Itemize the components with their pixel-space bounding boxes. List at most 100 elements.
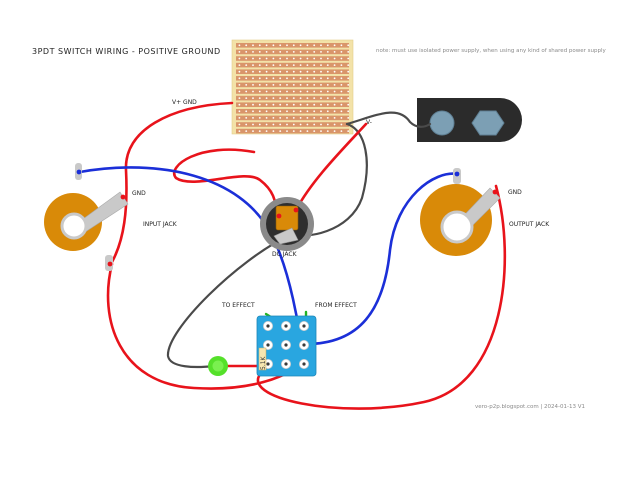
vero-hole	[326, 51, 329, 53]
vero-hole	[252, 97, 254, 99]
vero-hole	[320, 84, 322, 86]
vero-hole	[265, 103, 268, 106]
switch-lug-center	[284, 324, 288, 328]
vero-hole	[340, 103, 343, 106]
vero-hole	[292, 130, 295, 133]
vero-hole	[326, 70, 329, 73]
vero-hole	[306, 117, 309, 119]
vero-hole	[292, 97, 295, 99]
wire-red-board-to-dcjack	[173, 148, 279, 218]
vero-hole	[326, 77, 329, 80]
switch-lug-center	[302, 324, 306, 328]
dc-jack-label: DC JACK	[272, 251, 298, 258]
vero-hole	[258, 70, 261, 73]
vero-hole	[279, 57, 282, 60]
vero-hole	[265, 110, 268, 113]
vero-hole	[340, 84, 343, 86]
vero-hole	[252, 77, 254, 80]
vero-hole	[245, 130, 248, 133]
dc-jack	[260, 197, 314, 251]
vero-hole	[245, 110, 248, 113]
solder-point	[454, 171, 460, 177]
vero-hole	[286, 110, 288, 113]
vero-hole	[286, 77, 288, 80]
vero-hole	[333, 110, 336, 113]
vero-hole	[252, 117, 254, 119]
vero-hole	[340, 51, 343, 53]
input-jack-label: INPUT JACK	[143, 221, 178, 228]
wire-red-dcjack-to-board	[294, 122, 368, 212]
vero-hole	[340, 130, 343, 133]
vero-hole	[252, 44, 254, 47]
vero-hole	[245, 97, 248, 99]
vero-hole	[238, 110, 241, 113]
vero-hole	[313, 57, 316, 60]
vero-hole	[265, 117, 268, 119]
vero-hole	[279, 97, 282, 99]
vero-hole	[238, 103, 241, 106]
vero-hole	[347, 51, 350, 53]
vero-hole	[252, 70, 254, 73]
input-jack	[44, 163, 129, 271]
from-effect-label: FROM EFFECT	[315, 302, 357, 309]
vero-hole	[265, 51, 268, 53]
vero-hole	[333, 130, 336, 133]
vero-strip	[236, 115, 349, 121]
vero-hole	[326, 90, 329, 93]
vero-hole	[292, 90, 295, 93]
vero-hole	[286, 123, 288, 126]
vero-hole	[313, 97, 316, 99]
vero-strip	[236, 95, 349, 101]
vero-hole	[238, 90, 241, 93]
vero-hole	[272, 64, 275, 66]
vero-hole	[272, 97, 275, 99]
vero-hole	[320, 70, 322, 73]
vero-hole	[286, 103, 288, 106]
vero-hole	[272, 77, 275, 80]
wire-blue-output-tip-to-switch	[304, 172, 460, 346]
vero-hole	[320, 51, 322, 53]
vero-hole	[326, 103, 329, 106]
vero-hole	[340, 123, 343, 126]
output-gnd-label: GND	[508, 189, 522, 196]
vero-hole	[333, 103, 336, 106]
switch-lug-center	[266, 343, 270, 347]
switch-lug-center	[266, 324, 270, 328]
vero-hole	[320, 44, 322, 47]
vero-hole	[320, 110, 322, 113]
vero-hole	[340, 97, 343, 99]
vero-strips	[236, 43, 349, 134]
vero-hole	[245, 64, 248, 66]
vero-hole	[320, 97, 322, 99]
vero-hole	[238, 123, 241, 126]
vero-hole	[306, 77, 309, 80]
vplus-gnd-label: V+ GND	[172, 99, 197, 106]
vero-hole	[292, 117, 295, 119]
vero-hole	[326, 97, 329, 99]
vero-hole	[306, 51, 309, 53]
vero-hole	[320, 103, 322, 106]
vero-hole	[306, 70, 309, 73]
vero-holes	[238, 44, 350, 133]
vero-hole	[326, 44, 329, 47]
output-jack	[420, 168, 501, 256]
vero-hole	[313, 51, 316, 53]
vero-hole	[252, 64, 254, 66]
vero-hole	[258, 44, 261, 47]
vero-hole	[313, 84, 316, 86]
vero-hole	[265, 97, 268, 99]
vero-hole	[299, 130, 302, 133]
vero-hole	[306, 57, 309, 60]
vero-hole	[313, 64, 316, 66]
vero-hole	[313, 103, 316, 106]
vero-hole	[333, 90, 336, 93]
vero-hole	[286, 97, 288, 99]
vero-hole	[272, 51, 275, 53]
vero-hole	[347, 90, 350, 93]
vero-hole	[313, 90, 316, 93]
vero-hole	[265, 90, 268, 93]
vero-hole	[347, 84, 350, 86]
vero-hole	[333, 70, 336, 73]
vero-hole	[245, 103, 248, 106]
